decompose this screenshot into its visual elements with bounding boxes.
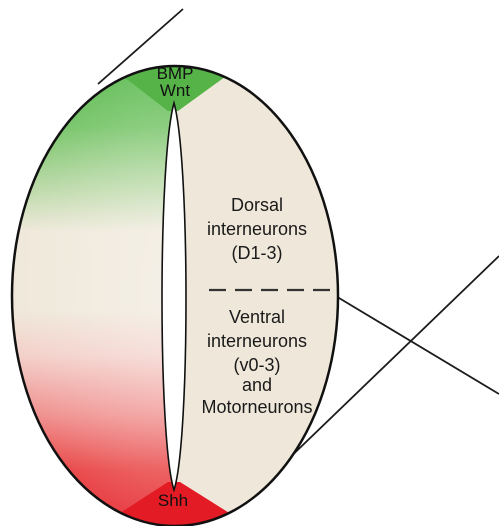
shh-label: Shh [158,491,188,510]
ventral-label-line5: Motorneurons [201,397,312,417]
ventral-label-line2: interneurons [207,331,307,351]
central-canal [162,103,186,490]
tube-right-edge [334,295,499,394]
dorsal-label-line3: (D1-3) [231,243,282,263]
dorsal-label-line2: interneurons [207,219,307,239]
wnt-label: Wnt [160,81,191,100]
ventral-label-line1: Ventral [229,307,285,327]
ventral-label-line4: and [242,375,272,395]
ventral-label-line3: (v0-3) [233,355,280,375]
morphogen-gradient [0,66,180,526]
dorsal-label-line1: Dorsal [231,195,283,215]
